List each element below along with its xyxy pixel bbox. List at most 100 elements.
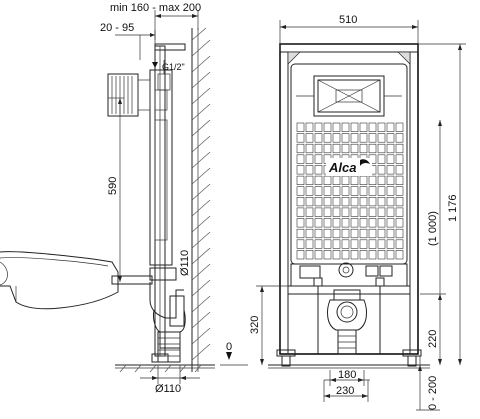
grid-tile — [377, 122, 386, 132]
grid-tile — [386, 250, 395, 260]
grid-tile — [332, 250, 341, 260]
bird-icon — [360, 159, 370, 166]
grid-tile — [350, 207, 359, 217]
connection-label: G1/2" — [162, 62, 185, 72]
grid-tile — [395, 228, 404, 239]
grid-tile — [350, 175, 359, 186]
grid-tile — [314, 228, 323, 239]
wall-offset-label: 20 - 95 — [100, 22, 134, 34]
grid-tile — [296, 239, 305, 249]
grid-tile — [386, 239, 395, 249]
grid-tile — [386, 154, 395, 164]
grid-tile — [296, 175, 305, 186]
grid-tile — [323, 250, 332, 260]
grid-tile — [395, 186, 404, 196]
grid-tile — [332, 239, 341, 249]
grid-tile — [395, 207, 404, 217]
floor — [115, 364, 215, 373]
wall — [191, 27, 211, 372]
grid-tile — [350, 228, 359, 239]
width-180-label: 180 — [338, 369, 356, 381]
grid-tile — [377, 133, 386, 143]
grid-tile — [350, 133, 359, 143]
grid-tile — [359, 122, 368, 132]
grid-tile — [377, 154, 386, 164]
flush-plate-side — [107, 73, 151, 117]
bottom-assembly — [287, 262, 411, 355]
grid-tile — [323, 207, 332, 217]
brand-logo: Alca — [326, 158, 372, 176]
grid-tile — [386, 197, 395, 207]
grid-tile — [377, 207, 386, 217]
frame-profile-side — [149, 43, 186, 363]
grid-tile — [296, 165, 305, 175]
grid-tile — [323, 228, 332, 239]
grid-tile — [350, 239, 359, 249]
front-view: 510 — [249, 14, 466, 411]
grid-tile — [314, 143, 323, 154]
grid-tile — [386, 175, 395, 186]
grid-tile — [359, 218, 368, 228]
grid-tile — [314, 239, 323, 249]
grid-tile — [323, 239, 332, 249]
pipe-110-bottom-label: Ø110 — [155, 383, 181, 395]
grid-tile — [395, 175, 404, 186]
height-590-label: 590 — [107, 177, 119, 195]
grid-tile — [359, 186, 368, 196]
grid-tile — [386, 207, 395, 217]
grid-tile — [395, 197, 404, 207]
grid-tile — [332, 122, 341, 132]
grid-tile — [359, 207, 368, 217]
grid-tile — [296, 143, 305, 154]
grid-tile — [323, 133, 332, 143]
grid-tile — [296, 154, 305, 164]
grid-tile — [386, 122, 395, 132]
grid-tile — [323, 218, 332, 228]
grid-tile — [305, 186, 314, 196]
logo-text: Alca — [328, 160, 356, 175]
grid-tile — [377, 186, 386, 196]
grid-tile — [314, 154, 323, 164]
grid-tile — [296, 197, 305, 207]
pipe-110-vertical-label: Ø110 — [179, 250, 191, 276]
grid-tile — [296, 207, 305, 217]
grid-tile — [350, 122, 359, 132]
grid-tile — [305, 133, 314, 143]
flush-opening — [296, 75, 402, 117]
grid-tile — [341, 207, 350, 217]
grid-tile — [377, 239, 386, 249]
grid-tile — [305, 165, 314, 175]
grid-tile — [341, 197, 350, 207]
grid-tile — [395, 239, 404, 249]
grid-tile — [395, 154, 404, 164]
grid-tile — [386, 186, 395, 196]
grid-tile — [395, 133, 404, 143]
grid-tile — [350, 197, 359, 207]
grid-tile — [368, 143, 377, 154]
height-0-200-label: 0 - 200 — [427, 376, 439, 410]
grid-tile — [368, 133, 377, 143]
grid-tile — [314, 165, 323, 175]
tile-grid — [296, 122, 404, 260]
grid-tile — [305, 175, 314, 186]
grid-tile — [395, 165, 404, 175]
grid-tile — [296, 133, 305, 143]
grid-tile — [305, 143, 314, 154]
grid-tile — [305, 228, 314, 239]
grid-tile — [341, 186, 350, 196]
grid-tile — [314, 197, 323, 207]
grid-tile — [305, 218, 314, 228]
arrow-down-icon — [152, 62, 158, 68]
grid-tile — [332, 218, 341, 228]
grid-tile — [305, 197, 314, 207]
grid-tile — [296, 122, 305, 132]
side-view: min 160 - max 200 20 - 95 — [0, 2, 248, 395]
grid-tile — [368, 122, 377, 132]
grid-tile — [368, 250, 377, 260]
grid-tile — [332, 197, 341, 207]
grid-tile — [341, 175, 350, 186]
grid-tile — [359, 133, 368, 143]
grid-tile — [395, 218, 404, 228]
grid-tile — [359, 250, 368, 260]
